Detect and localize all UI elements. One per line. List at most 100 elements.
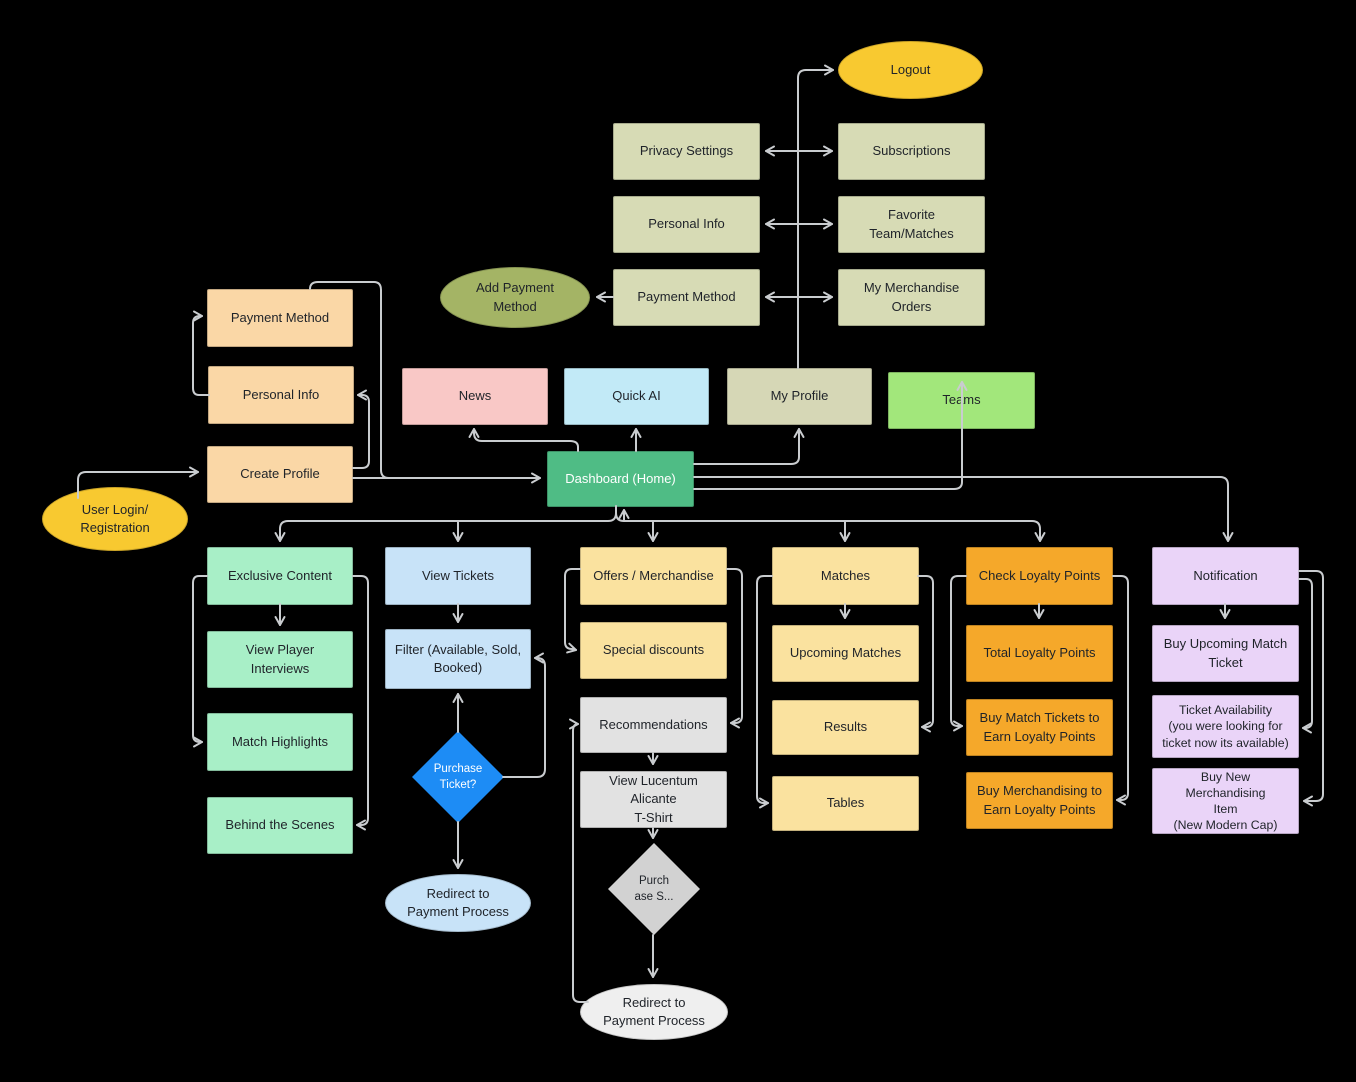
node-behind-the-scenes-label: Behind the Scenes bbox=[225, 817, 335, 833]
edge-createprofile-personalinfo bbox=[352, 389, 370, 469]
node-subscriptions[interactable]: Subscriptions bbox=[838, 123, 985, 180]
node-view-tshirt[interactable]: View Lucentum Alicante T-Shirt bbox=[580, 771, 727, 828]
node-payment-method-settings-label: Payment Method bbox=[637, 289, 736, 305]
node-buy-upcoming-match-ticket[interactable]: Buy Upcoming Match Ticket bbox=[1152, 625, 1299, 682]
node-ticket-availability-label: Ticket Availability (you were looking fo… bbox=[1162, 703, 1289, 750]
node-personal-info[interactable]: Personal Info bbox=[208, 366, 354, 424]
node-view-player-interviews-label: View Player Interviews bbox=[245, 642, 315, 676]
node-recommendations[interactable]: Recommendations bbox=[580, 697, 727, 753]
node-match-highlights-label: Match Highlights bbox=[231, 733, 329, 749]
node-buy-match-tickets[interactable]: Buy Match Tickets to Earn Loyalty Points bbox=[966, 699, 1113, 756]
node-favorite-team-matches[interactable]: Favorite Team/Matches bbox=[838, 196, 985, 253]
node-behind-the-scenes[interactable]: Behind the Scenes bbox=[207, 797, 353, 854]
edge-exclusive-behind bbox=[352, 575, 369, 831]
edge-exclusive-highlights bbox=[192, 575, 208, 748]
edge-matches-tables bbox=[756, 575, 773, 809]
node-teams[interactable]: Teams bbox=[888, 372, 1035, 429]
node-check-loyalty-points[interactable]: Check Loyalty Points bbox=[966, 547, 1113, 605]
node-personal-info-settings[interactable]: Personal Info bbox=[613, 196, 760, 253]
node-add-payment-method[interactable]: Add Payment Method bbox=[440, 267, 590, 328]
node-buy-merchandising[interactable]: Buy Merchandising to Earn Loyalty Points bbox=[966, 772, 1113, 829]
node-buy-new-merchandising-label: Buy New Merchandising Item (New Modern C… bbox=[1173, 769, 1278, 833]
node-upcoming-matches-label: Upcoming Matches bbox=[789, 645, 902, 661]
node-redirect-payment-tickets-label: Redirect to Payment Process bbox=[407, 885, 509, 919]
node-tables-label: Tables bbox=[826, 795, 865, 811]
node-logout-label: Logout bbox=[890, 61, 931, 77]
edge-matches-results bbox=[917, 575, 934, 733]
node-buy-new-merchandising[interactable]: Buy New Merchandising Item (New Modern C… bbox=[1152, 768, 1299, 834]
node-dashboard-home[interactable]: Dashboard (Home) bbox=[547, 451, 694, 507]
node-my-profile-label: My Profile bbox=[770, 388, 829, 404]
node-purchase-ticket-decision[interactable]: Purchase Ticket? bbox=[412, 731, 504, 823]
node-filter-tickets[interactable]: Filter (Available, Sold, Booked) bbox=[385, 629, 531, 689]
edge-dashboard-notification bbox=[693, 476, 1234, 542]
node-tables[interactable]: Tables bbox=[772, 776, 919, 831]
node-logout[interactable]: Logout bbox=[838, 41, 983, 99]
node-offers-merchandise-label: Offers / Merchandise bbox=[593, 567, 714, 583]
node-total-loyalty-points-label: Total Loyalty Points bbox=[983, 645, 1096, 661]
node-redirect-payment-tickets[interactable]: Redirect to Payment Process bbox=[385, 874, 531, 932]
node-results-label: Results bbox=[823, 719, 868, 735]
node-payment-method[interactable]: Payment Method bbox=[207, 289, 353, 347]
edge-dashboard-news bbox=[468, 428, 579, 452]
node-my-merchandise-orders-label: My Merchandise Orders bbox=[863, 280, 960, 314]
node-purchase-ticket-label: Purchase Ticket? bbox=[433, 762, 483, 791]
edge-redirect-recommendations bbox=[568, 718, 589, 1003]
node-news[interactable]: News bbox=[402, 368, 548, 425]
node-ticket-availability[interactable]: Ticket Availability (you were looking fo… bbox=[1152, 695, 1299, 758]
edge-notification-buynewmerch bbox=[1298, 570, 1324, 807]
node-news-label: News bbox=[458, 388, 492, 404]
node-recommendations-label: Recommendations bbox=[599, 716, 708, 732]
node-payment-method-label: Payment Method bbox=[230, 309, 330, 325]
node-view-tshirt-label: View Lucentum Alicante T-Shirt bbox=[609, 772, 698, 825]
node-dashboard-home-label: Dashboard (Home) bbox=[565, 470, 676, 486]
node-results[interactable]: Results bbox=[772, 700, 919, 755]
node-subscriptions-label: Subscriptions bbox=[872, 143, 951, 159]
node-privacy-settings[interactable]: Privacy Settings bbox=[613, 123, 760, 180]
node-exclusive-content[interactable]: Exclusive Content bbox=[207, 547, 353, 605]
node-redirect-payment-merch-label: Redirect to Payment Process bbox=[603, 994, 705, 1028]
edge-dashboard-rail-left bbox=[274, 512, 617, 542]
edge-check-buymerch bbox=[1112, 575, 1129, 806]
node-my-profile[interactable]: My Profile bbox=[727, 368, 872, 425]
node-create-profile[interactable]: Create Profile bbox=[207, 446, 353, 503]
node-redirect-payment-merch[interactable]: Redirect to Payment Process bbox=[580, 984, 728, 1040]
edge-dashboard-rail-right bbox=[615, 505, 1046, 542]
edge-myprofile-logout bbox=[797, 64, 834, 369]
node-total-loyalty-points[interactable]: Total Loyalty Points bbox=[966, 625, 1113, 682]
node-special-discounts-label: Special discounts bbox=[602, 642, 705, 658]
edge-dashboard-myprofile bbox=[693, 428, 805, 465]
edge-offers-recommendations bbox=[726, 568, 743, 729]
node-upcoming-matches[interactable]: Upcoming Matches bbox=[772, 625, 919, 682]
node-exclusive-content-label: Exclusive Content bbox=[227, 567, 333, 583]
edge-notification-ticketavail bbox=[1298, 578, 1313, 734]
node-offers-merchandise[interactable]: Offers / Merchandise bbox=[580, 547, 727, 605]
node-match-highlights[interactable]: Match Highlights bbox=[207, 713, 353, 771]
node-check-loyalty-points-label: Check Loyalty Points bbox=[978, 567, 1101, 583]
node-notification-label: Notification bbox=[1193, 567, 1258, 583]
node-quick-ai[interactable]: Quick AI bbox=[564, 368, 709, 425]
node-notification[interactable]: Notification bbox=[1152, 547, 1299, 605]
node-buy-upcoming-match-ticket-label: Buy Upcoming Match Ticket bbox=[1163, 636, 1288, 670]
node-privacy-settings-label: Privacy Settings bbox=[639, 143, 734, 159]
node-create-profile-label: Create Profile bbox=[240, 466, 320, 482]
node-my-merchandise-orders[interactable]: My Merchandise Orders bbox=[838, 269, 985, 326]
node-buy-merchandising-label: Buy Merchandising to Earn Loyalty Points bbox=[976, 783, 1102, 817]
node-special-discounts[interactable]: Special discounts bbox=[580, 622, 727, 679]
node-view-tickets[interactable]: View Tickets bbox=[385, 547, 531, 605]
node-payment-method-settings[interactable]: Payment Method bbox=[613, 269, 760, 326]
node-filter-tickets-label: Filter (Available, Sold, Booked) bbox=[394, 641, 522, 675]
node-favorite-team-matches-label: Favorite Team/Matches bbox=[869, 207, 954, 241]
node-personal-info-settings-label: Personal Info bbox=[648, 216, 725, 232]
node-quick-ai-label: Quick AI bbox=[612, 388, 661, 404]
node-personal-info-label: Personal Info bbox=[242, 386, 320, 402]
node-view-tickets-label: View Tickets bbox=[421, 567, 494, 583]
node-matches[interactable]: Matches bbox=[772, 547, 919, 605]
node-purchase-s-label: Purch ase S... bbox=[634, 874, 674, 903]
node-user-login-label: User Login/ Registration bbox=[80, 501, 150, 535]
edge-offers-discounts bbox=[564, 568, 581, 654]
node-user-login[interactable]: User Login/ Registration bbox=[42, 487, 188, 551]
node-purchase-s-decision[interactable]: Purch ase S... bbox=[608, 843, 700, 935]
node-view-player-interviews[interactable]: View Player Interviews bbox=[207, 631, 353, 688]
